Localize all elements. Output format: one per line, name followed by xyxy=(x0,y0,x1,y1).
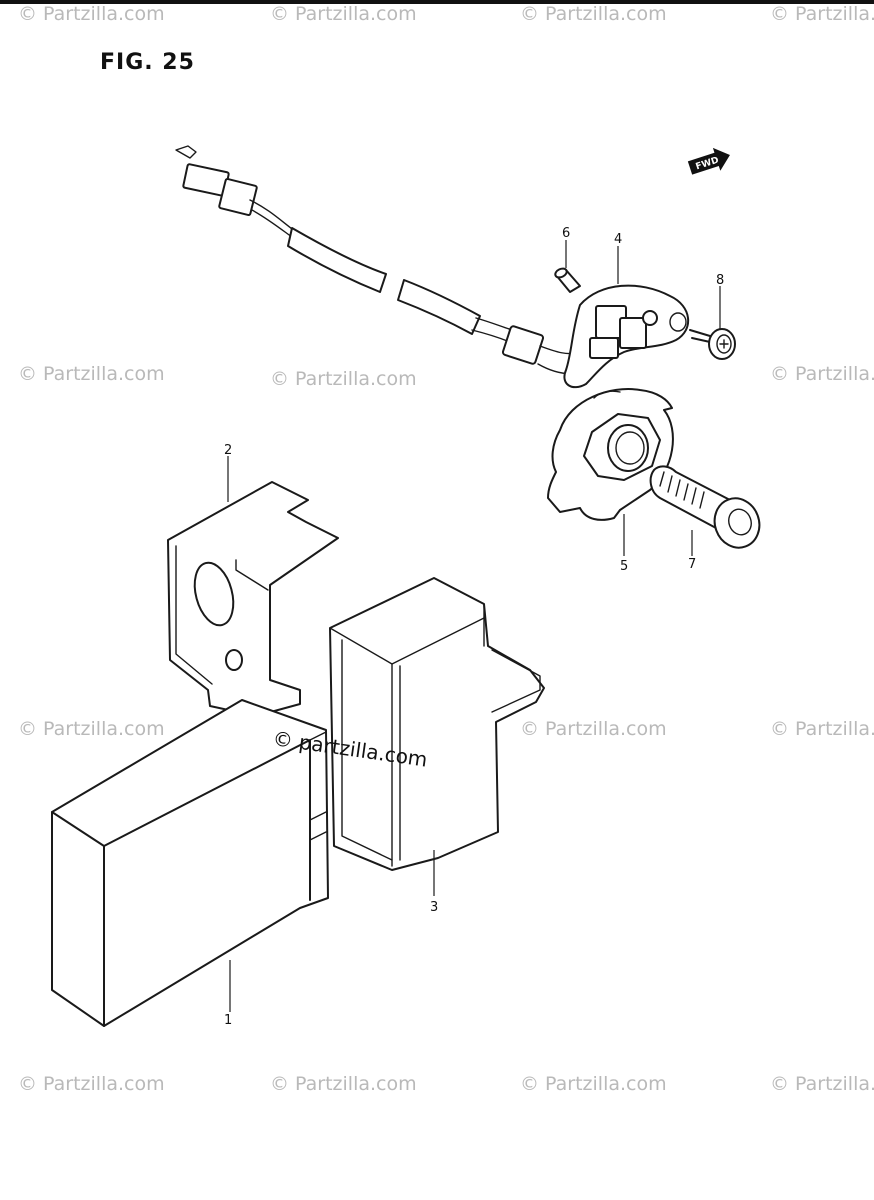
watermark: © Partzilla.com xyxy=(18,718,165,740)
wire-harness xyxy=(175,145,591,375)
holder xyxy=(329,577,545,871)
callout-labels: 2 3 1 4 5 6 7 8 xyxy=(224,226,724,1028)
watermark: © Partzilla.com xyxy=(770,718,874,740)
bolt-7 xyxy=(649,465,761,549)
watermark: © Partzilla.com xyxy=(770,3,874,25)
watermark: © Partzilla.com xyxy=(18,363,165,385)
watermark: © Partzilla.com xyxy=(520,3,667,25)
screw-8 xyxy=(689,328,736,360)
fwd-arrow-icon: FWD xyxy=(687,147,730,175)
watermark-layer: © Partzilla.com © Partzilla.com © Partzi… xyxy=(18,3,874,1095)
watermark: © Partzilla.com xyxy=(270,1073,417,1095)
callout-4: 4 xyxy=(614,232,622,247)
watermark: © Partzilla.com xyxy=(18,1073,165,1095)
watermark: © Partzilla.com xyxy=(770,1073,874,1095)
figure-title: FIG. 25 xyxy=(100,50,195,75)
callout-7: 7 xyxy=(688,557,696,572)
callout-5: 5 xyxy=(620,559,628,574)
watermark: © Partzilla.com xyxy=(520,1073,667,1095)
bracket xyxy=(167,481,339,717)
watermark: © Partzilla.com xyxy=(520,718,667,740)
callout-2: 2 xyxy=(224,443,232,458)
pickup-coil xyxy=(563,284,690,389)
watermark: © Partzilla.com xyxy=(270,3,417,25)
leader-lines xyxy=(227,240,721,1012)
callout-3: 3 xyxy=(430,900,438,915)
callout-8: 8 xyxy=(716,273,724,288)
watermark: © Partzilla.com xyxy=(18,3,165,25)
ignitor-unit xyxy=(51,699,329,1027)
watermark: © Partzilla.com xyxy=(770,363,874,385)
callout-6: 6 xyxy=(562,226,570,241)
dowel-pin xyxy=(554,267,581,293)
watermark: © Partzilla.com xyxy=(270,368,417,390)
callout-1: 1 xyxy=(224,1013,232,1028)
signal-rotor xyxy=(547,388,674,521)
top-border xyxy=(0,0,874,4)
